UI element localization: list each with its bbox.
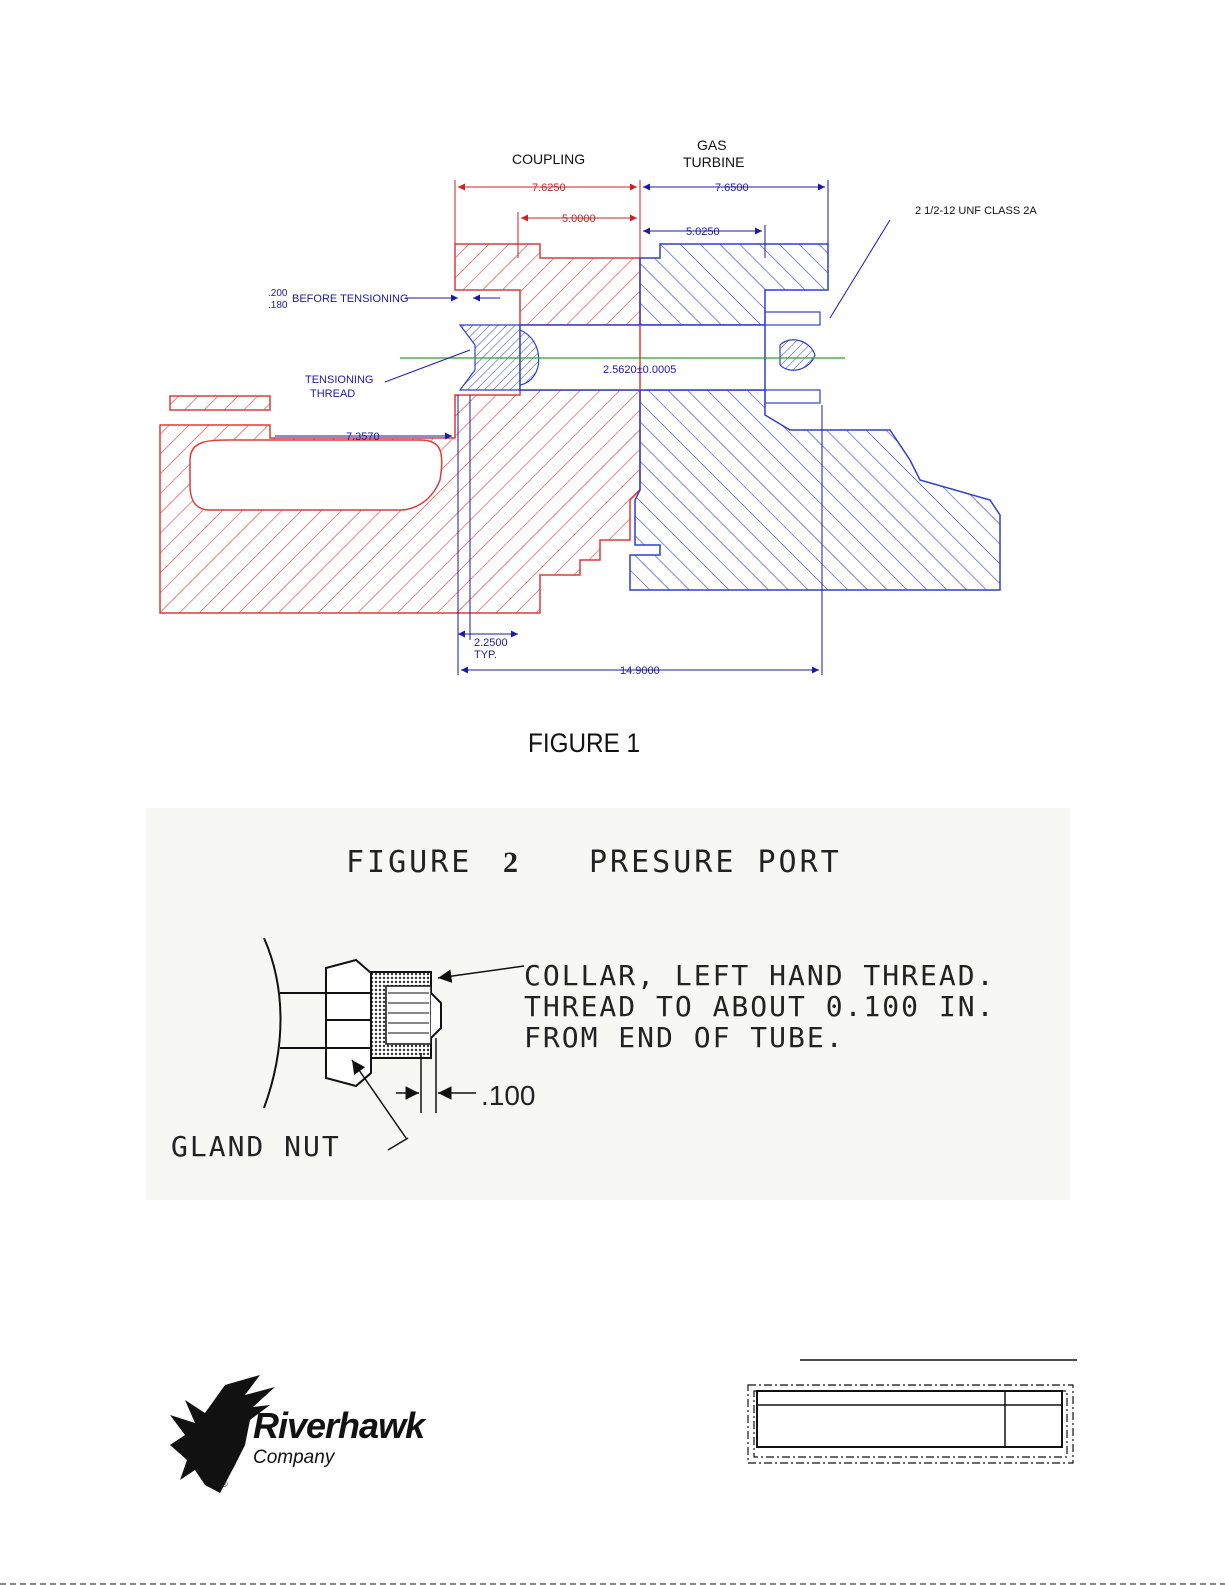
turbine-section (630, 244, 1000, 590)
figure-2-title-name: PRESURE PORT (589, 845, 842, 880)
coupling-label: COUPLING (512, 151, 585, 167)
collar-note-line-3: FROM END OF TUBE. (524, 1021, 845, 1054)
logo-name: Riverhawk (253, 1405, 427, 1446)
tensioning-label-2: THREAD (310, 388, 355, 400)
dim-turbine-width: 7.6500 (715, 182, 749, 194)
gas-turbine-label-1: GAS (697, 137, 727, 153)
figure-2-drawing: FIGURE 2 PRESURE PORT COLLAR, LEFT HAND … (146, 808, 1070, 1200)
gas-turbine-label-2: TURBINE (683, 154, 744, 170)
figure-2-title-num: 2 (503, 846, 518, 879)
collar-note-line-1: COLLAR, LEFT HAND THREAD. (524, 959, 995, 992)
logo-sub: Company (253, 1447, 336, 1468)
figure-1-drawing: COUPLING GAS TURBINE 7.6250 7.6500 5.000… (0, 0, 1225, 720)
dim-flange-offset: 7.3570 (346, 431, 380, 443)
dim-turbine-inner: 5.0250 (686, 226, 720, 238)
dim-100-label: .100 (481, 1080, 536, 1111)
figure-2-title-word: FIGURE (346, 845, 472, 880)
before-tensioning-label: BEFORE TENSIONING (292, 293, 409, 305)
dim-bore: 2.5620±0.0005 (603, 364, 676, 376)
dim-overall: 14.9000 (620, 665, 660, 677)
gland-nut-label: GLAND NUT (171, 1130, 341, 1163)
thread-spec-label: 2 1/2-12 UNF CLASS 2A (915, 205, 1037, 217)
typ-label: TYP. (474, 649, 497, 661)
tensioning-label-1: TENSIONING (305, 374, 373, 386)
riverhawk-logo: Riverhawk Company ® (165, 1375, 435, 1500)
figure-1-caption: FIGURE 1 (528, 728, 640, 759)
tolerance-upper: .200 (268, 288, 288, 299)
tolerance-lower: .180 (268, 300, 288, 311)
dim-thread-len: 2.2500 (474, 637, 508, 649)
collar-note-line-2: THREAD TO ABOUT 0.100 IN. (524, 990, 995, 1023)
dim-coupling-width: 7.6250 (532, 182, 566, 194)
logo-registered: ® (221, 1479, 228, 1489)
pressure-port-drawing (264, 938, 524, 1150)
dim-coupling-inner: 5.0000 (562, 213, 596, 225)
